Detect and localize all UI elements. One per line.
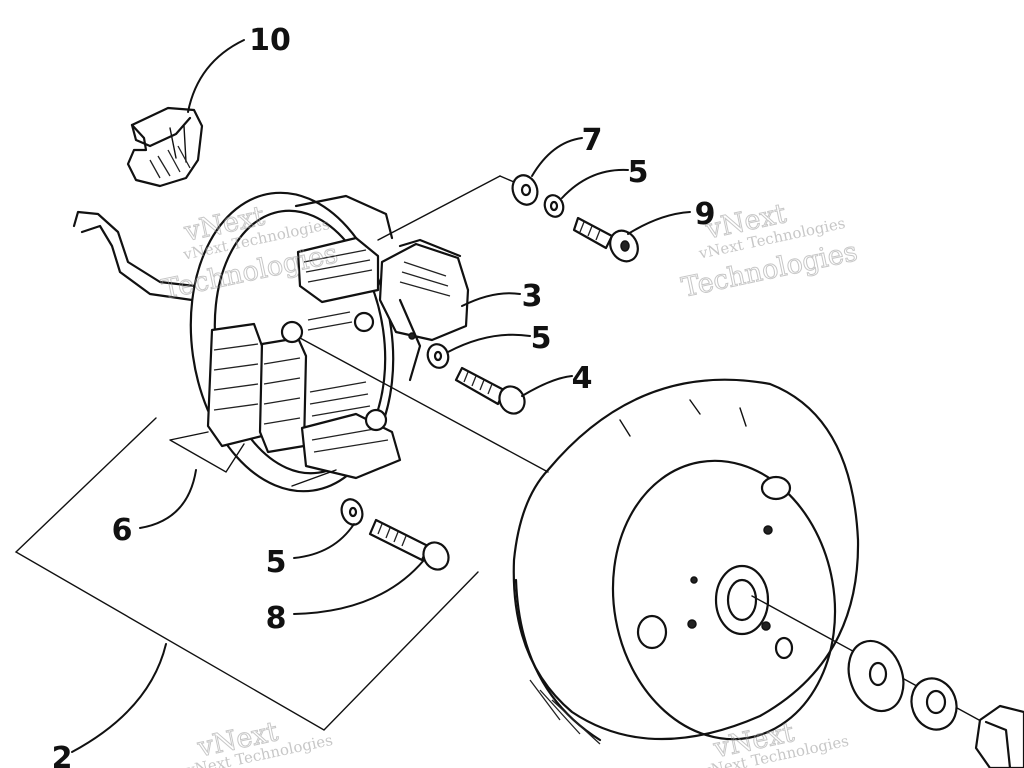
- watermark-bottom-left: vNext vNext Technologies: [184, 716, 334, 768]
- leader-lines: [71, 39, 691, 753]
- callout-6: 6: [112, 513, 133, 548]
- flywheel-washer: [847, 639, 905, 713]
- lock-washer-part-5-mid: [426, 343, 450, 369]
- lighting-coil-part: [378, 238, 470, 382]
- screw-part-8: [368, 518, 450, 571]
- callout-7: 7: [582, 123, 603, 158]
- screw-part-4: [454, 366, 526, 415]
- lock-washer-part-5-low: [340, 498, 364, 526]
- assembly-bracket: [14, 417, 479, 731]
- callout-2: 2: [52, 741, 73, 768]
- callout-10: 10: [249, 23, 291, 58]
- callout-8: 8: [266, 601, 287, 636]
- callout-3: 3: [522, 279, 543, 314]
- lock-washer-part-5-top: [543, 194, 565, 218]
- callout-labels: 10 7 5 9 3 5 4 6 5 8 2: [52, 23, 716, 768]
- washer-part-7: [511, 174, 539, 206]
- callout-9: 9: [695, 197, 716, 232]
- callout-4: 4: [572, 361, 593, 396]
- callout-5-low: 5: [266, 545, 287, 580]
- callout-5-top: 5: [628, 155, 649, 190]
- stator-plate: [189, 191, 402, 493]
- cap-screw-part-9: [572, 216, 639, 263]
- lock-washer: [910, 677, 958, 731]
- flywheel-nut: [974, 704, 1024, 768]
- flywheel-part: [512, 378, 860, 745]
- grommet-part: [126, 106, 204, 188]
- callout-5-mid: 5: [531, 321, 552, 356]
